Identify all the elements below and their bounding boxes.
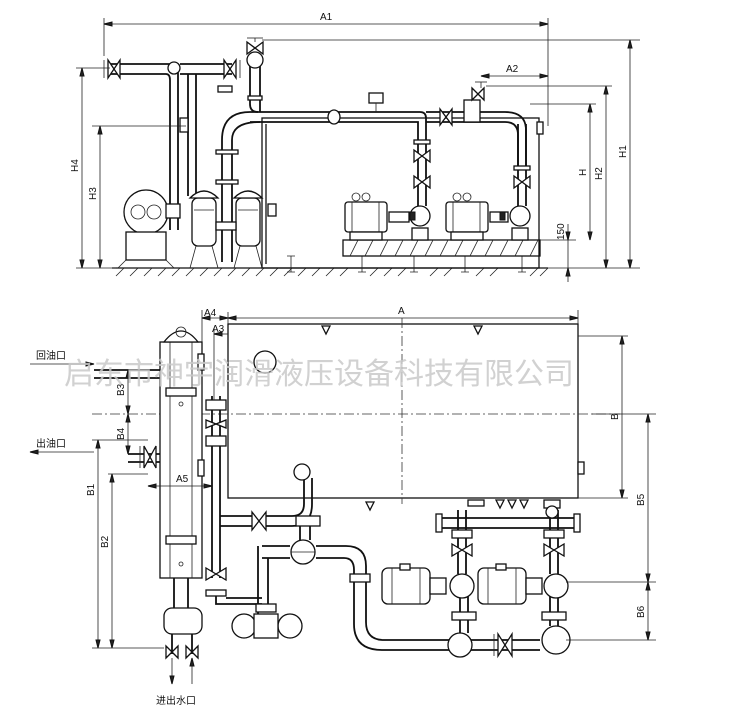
supply-pipe [215, 37, 264, 262]
cooler-plan [159, 326, 203, 660]
oil-cooler [117, 189, 181, 269]
watermark: 启东市神宇润滑液压设备科技有限公司 [64, 357, 574, 392]
pump-base [342, 239, 541, 257]
pump-loop-plan [231, 526, 571, 659]
filter-line-plan [205, 396, 321, 605]
label-water-inout: 进出水口 [156, 694, 196, 707]
ground-hatch [115, 267, 549, 277]
dim-H2: H2 [594, 167, 605, 180]
dim-A5: A5 [176, 474, 189, 485]
dim-150: 150 [556, 223, 567, 240]
dim-H3: H3 [88, 187, 99, 200]
dim-H: H [578, 169, 589, 176]
dim-A1: A1 [320, 12, 333, 23]
dim-B2: B2 [100, 535, 111, 548]
pump-header-plan [435, 499, 581, 574]
tank-opening [253, 350, 277, 374]
dim-B6: B6 [636, 605, 647, 618]
plan-dimensions [29, 310, 656, 685]
label-oil-return: 回油口 [36, 349, 66, 362]
dim-A: A [398, 306, 405, 317]
front-dimensions [76, 18, 640, 282]
motor-pump-1 [344, 192, 431, 241]
motor-pump-2 [445, 192, 531, 241]
dim-A4: A4 [204, 308, 217, 319]
label-oil-outlet: 出油口 [36, 437, 66, 450]
plan-view: A A4 A3 A5 B B5 B6 B1 B2 B3 B4 回油口 出油口 进… [29, 306, 656, 707]
pump-risers [413, 124, 531, 206]
front-elevation: A1 A2 H1 H2 H 150 H4 H3 [70, 12, 640, 282]
dim-B: B [610, 413, 621, 420]
dim-B5: B5 [636, 493, 647, 506]
dim-B4: B4 [116, 427, 127, 440]
dim-B1: B1 [86, 483, 97, 496]
dim-H4: H4 [70, 159, 81, 172]
left-loop [103, 57, 241, 230]
tank-plan [227, 323, 579, 499]
dim-A3: A3 [212, 324, 225, 335]
motor-pumps-plan [381, 563, 569, 605]
dim-A2: A2 [506, 64, 519, 75]
twin-filters [188, 190, 277, 269]
dim-H1: H1 [618, 145, 629, 158]
dim-B3: B3 [116, 383, 127, 396]
discharge-header [250, 81, 544, 166]
oil-tank [261, 117, 540, 269]
